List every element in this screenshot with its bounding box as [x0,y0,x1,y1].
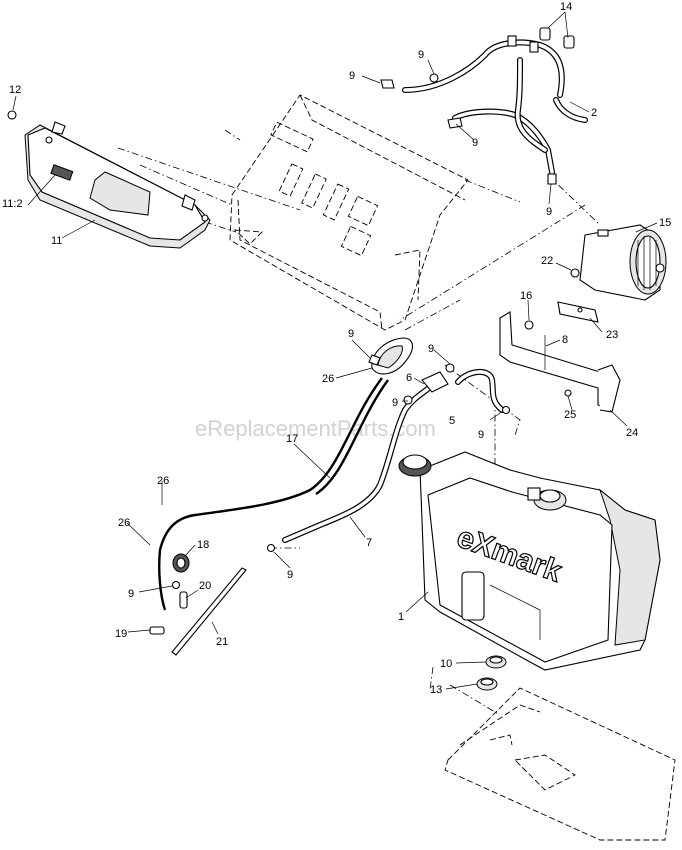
bolt-part-16 [524,320,534,330]
callout-labels: 14 9 9 2 9 9 12 11:2 11 15 22 16 23 8 9 … [2,1,671,696]
fuel-tank-part-1: eXmark [398,451,661,671]
callout-18: 18 [197,539,209,551]
callout-9: 9 [546,206,552,218]
hose-clamps-upper [380,73,557,185]
callout-20: 20 [199,580,211,592]
callout-6: 6 [406,372,412,384]
fitting-part-6 [421,363,455,393]
callout-10: 10 [440,658,452,670]
short-hose-part-5 [455,369,505,413]
callout-12: 12 [9,84,21,96]
callout-23: 23 [606,329,618,341]
callout-9: 9 [418,49,424,61]
hose-clamps-mid [171,395,511,590]
callout-19: 19 [115,628,127,640]
callout-25: 25 [564,409,576,421]
callout-5: 5 [449,415,455,427]
leader-lines [12,11,658,690]
callout-14: 14 [560,1,572,13]
canister-part-15 [579,224,667,301]
callout-1: 1 [398,611,404,623]
grommets-part-10-13 [476,655,507,691]
callout-15: 15 [659,217,671,229]
callout-9: 9 [349,70,355,82]
grommet-part-18 [172,553,190,573]
callout-9: 9 [428,343,434,355]
callout-9: 9 [128,588,134,600]
fittings-part-19-20 [149,591,188,635]
callout-9: 9 [287,569,293,581]
callout-16: 16 [520,290,532,302]
seat-cover-part-11 [24,121,211,249]
callout-24: 24 [626,427,638,439]
callout-11: 11 [51,235,62,247]
callout-9: 9 [392,397,398,409]
callout-2: 2 [591,107,597,119]
callout-11-2: 11:2 [2,198,23,210]
vent-hose-part-17 [158,377,389,611]
callout-8: 8 [562,334,568,346]
callout-13: 13 [430,684,442,696]
callout-7: 7 [366,537,372,549]
screw-part-25 [564,389,572,397]
fuel-hose-part-7 [282,375,443,543]
plate-part-23 [557,301,599,323]
callout-9: 9 [478,429,484,441]
callout-21: 21 [216,636,228,648]
callout-26: 26 [322,373,334,385]
callout-17: 17 [286,433,298,445]
bracket-part-24 [499,311,621,413]
frame-ghost [229,94,469,331]
callout-9: 9 [472,137,478,149]
nut-part-22 [570,268,580,278]
dipstick-part-21 [171,567,247,656]
floor-plate-ghost [444,687,676,841]
callout-22: 22 [541,255,553,267]
callout-26: 26 [118,517,130,529]
screw-part-12 [7,110,17,120]
callout-9: 9 [348,328,354,340]
filler-neck-part-26 [368,337,414,375]
upper-hoses-part-2 [402,27,588,175]
callout-26: 26 [157,475,169,487]
